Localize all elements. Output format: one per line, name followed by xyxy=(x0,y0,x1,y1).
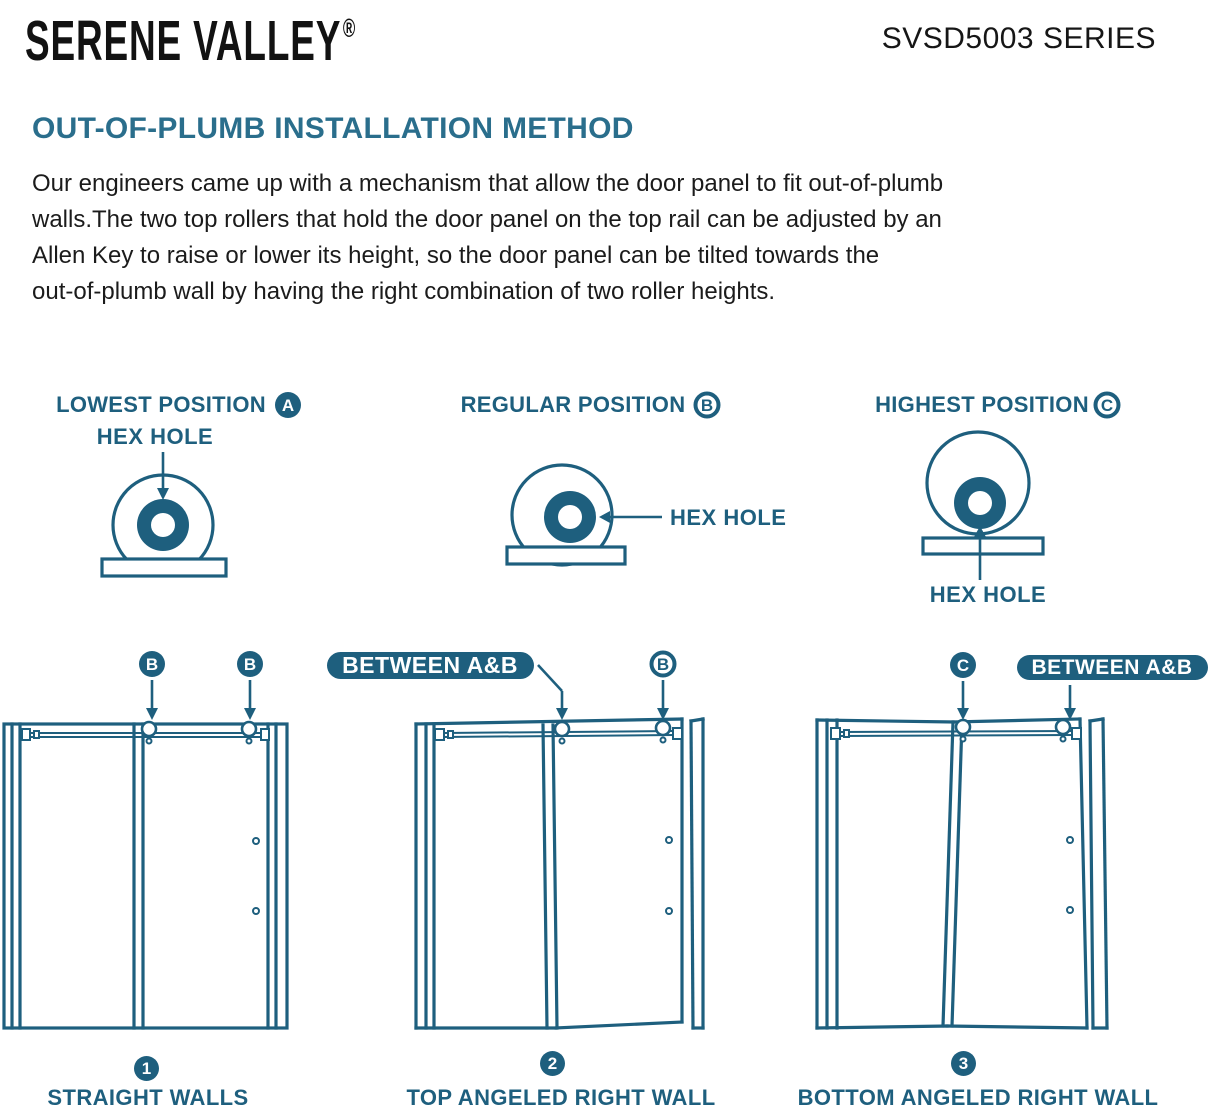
door-diagram-straight-walls: B B xyxy=(2,651,289,1030)
callout-between-ab: BETWEEN A&B xyxy=(1017,655,1208,720)
badge-c-outline: C xyxy=(1093,391,1121,419)
callout-between-ab: BETWEEN A&B xyxy=(327,652,568,720)
right-wall-profile xyxy=(689,717,705,1030)
intro-line-4: out-of-plumb wall by having the right co… xyxy=(32,278,776,305)
roller-figure-regular: REGULAR POSITION B HEX HOLE xyxy=(461,391,786,567)
badge-b-outline: B xyxy=(693,391,721,419)
hex-hole-label: HEX HOLE xyxy=(670,505,786,530)
step-number-1: 1 xyxy=(134,1056,159,1081)
hex-hole xyxy=(558,505,582,529)
door-label-straight-walls: STRAIGHT WALLS xyxy=(47,1085,249,1110)
door-label-top-angeled: TOP ANGELED RIGHT WALL xyxy=(406,1085,716,1110)
roller-figure-title: LOWEST POSITION xyxy=(56,392,266,417)
svg-text:BETWEEN A&B: BETWEEN A&B xyxy=(342,652,518,678)
rollers xyxy=(954,718,1072,743)
top-rail xyxy=(505,545,627,566)
registered-mark: ® xyxy=(342,15,357,44)
step-number-2: 2 xyxy=(540,1051,565,1076)
left-wall-profile xyxy=(10,722,22,1030)
hex-hole-label: HEX HOLE xyxy=(97,424,213,449)
rollers xyxy=(553,719,672,745)
svg-text:B: B xyxy=(244,655,256,674)
left-arrow xyxy=(599,511,662,523)
intro-line-3: Allen Key to raise or lower its height, … xyxy=(32,242,880,269)
svg-text:B: B xyxy=(657,655,669,674)
roller-figure-highest: HIGHEST POSITION C HEX HOLE xyxy=(875,391,1121,607)
frame-outline xyxy=(2,722,289,1030)
roller-figure-title: HIGHEST POSITION xyxy=(875,392,1089,417)
down-arrow xyxy=(157,452,169,500)
door-diagram-bottom-angeled: C BETWEEN A&B xyxy=(815,652,1208,1030)
hex-hole xyxy=(968,491,992,515)
handle-holes xyxy=(665,836,673,915)
door-label-bottom-angeled: BOTTOM ANGELED RIGHT WALL xyxy=(797,1085,1159,1110)
right-wall-profile xyxy=(1088,717,1109,1030)
door-diagram-top-angeled: BETWEEN A&B B xyxy=(327,650,705,1030)
callout-c-filled: C xyxy=(950,652,976,720)
right-wall-profile xyxy=(266,722,278,1030)
svg-text:BETWEEN A&B: BETWEEN A&B xyxy=(1031,656,1192,679)
badge-a-filled: A xyxy=(275,392,301,418)
handle-holes xyxy=(1066,836,1074,914)
door-left-stile xyxy=(541,723,559,1030)
brand-logo-text: SERENE VALLEY xyxy=(25,10,342,73)
series-label: SVSD5003 SERIES xyxy=(881,22,1156,55)
callout-b-right: B xyxy=(237,651,263,720)
callout-b-outline: B xyxy=(649,650,677,720)
frame-outline xyxy=(815,717,1089,1030)
intro-line-1: Our engineers came up with a mechanism t… xyxy=(32,170,944,197)
callout-b-left: B xyxy=(139,651,165,720)
top-rail xyxy=(921,536,1045,556)
up-arrow xyxy=(974,526,986,580)
hex-hole-label: HEX HOLE xyxy=(930,582,1046,607)
intro-paragraph: Our engineers came up with a mechanism t… xyxy=(32,166,943,310)
frame-outline xyxy=(414,717,684,1030)
left-wall-profile xyxy=(424,722,436,1030)
roller-figure-lowest: LOWEST POSITION A HEX HOLE xyxy=(56,392,301,578)
left-wall-profile xyxy=(825,718,839,1030)
step-number-3: 3 xyxy=(951,1051,976,1076)
svg-text:B: B xyxy=(146,655,158,674)
intro-line-2: walls.The two top rollers that hold the … xyxy=(32,206,942,233)
svg-text:B: B xyxy=(701,396,713,415)
rollers xyxy=(140,720,258,745)
svg-text:C: C xyxy=(957,656,969,675)
door-left-stile xyxy=(132,722,145,1030)
top-rail xyxy=(100,557,228,578)
door-left-stile xyxy=(941,720,964,1028)
roller-figure-title: REGULAR POSITION xyxy=(461,392,686,417)
svg-text:A: A xyxy=(282,396,294,415)
page-title: OUT-OF-PLUMB INSTALLATION METHOD xyxy=(32,112,634,145)
hex-hole xyxy=(151,513,175,537)
brand-logo: SERENE VALLEY® xyxy=(25,10,356,74)
svg-text:C: C xyxy=(1101,396,1113,415)
handle-holes xyxy=(252,837,260,915)
